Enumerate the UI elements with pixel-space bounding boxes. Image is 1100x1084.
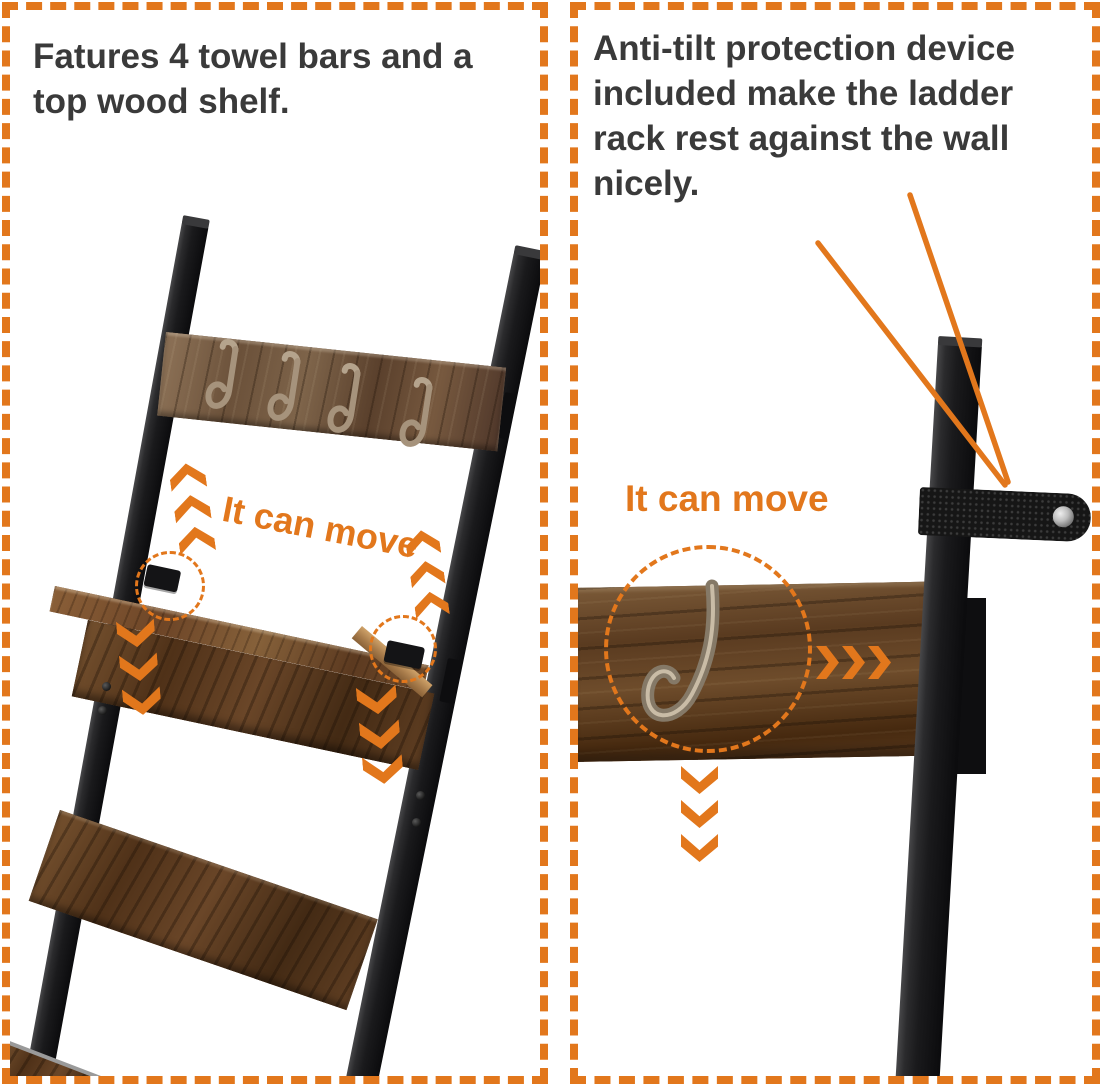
chevron-down-icon xyxy=(122,686,162,716)
panel-right: Anti-tilt protection device included mak… xyxy=(570,2,1100,1084)
panel-left: Fatures 4 towel bars and a top wood shel… xyxy=(2,2,548,1084)
rail-screw xyxy=(416,791,425,800)
towel-hook xyxy=(327,363,361,433)
heading-line: top wood shelf. xyxy=(33,82,290,121)
chevron-down-icon xyxy=(681,834,718,862)
chevron-up-icon xyxy=(413,589,450,618)
chevron-down-icon xyxy=(359,719,401,750)
dashed-circle-icon xyxy=(369,615,437,683)
triple-chevron-down-icon xyxy=(356,684,404,785)
chevron-down-icon xyxy=(681,766,718,794)
rail-cap xyxy=(513,245,540,261)
chevron-up-icon xyxy=(177,524,216,555)
metal-edge xyxy=(10,1039,114,1076)
chevron-down-icon xyxy=(116,619,156,649)
towel-hook xyxy=(267,351,301,421)
chevron-right-icon xyxy=(816,646,839,679)
rail-screw xyxy=(102,682,111,691)
triple-chevron-right-icon xyxy=(816,646,891,679)
rail-screw xyxy=(98,706,107,715)
pointer-lines-icon xyxy=(815,192,1011,488)
towel-hook xyxy=(205,339,239,409)
heading-line: Anti-tilt protection device xyxy=(593,29,1015,68)
rail-screw xyxy=(412,818,421,827)
dashed-circle-icon xyxy=(135,551,205,621)
towel-bar-lower xyxy=(28,810,378,1011)
heading-line: included make the ladder xyxy=(593,74,1014,113)
heading-line: rack rest against the wall xyxy=(593,119,1010,158)
chevron-right-icon xyxy=(868,646,891,679)
dashed-circle-icon xyxy=(604,545,812,753)
chevron-up-icon xyxy=(168,461,207,492)
heading-line: nicely. xyxy=(593,164,700,203)
chevron-up-icon xyxy=(172,493,211,524)
feature-heading-right: Anti-tilt protection device included mak… xyxy=(593,26,1015,206)
heading-line: Fatures 4 towel bars and a xyxy=(33,37,473,76)
towel-hook xyxy=(399,377,433,447)
chevron-down-icon xyxy=(356,684,398,715)
chevron-down-icon xyxy=(119,652,159,682)
triple-chevron-down-icon xyxy=(116,619,162,717)
move-annotation-left: It can move xyxy=(219,488,422,567)
triple-chevron-down-icon xyxy=(681,766,718,862)
feature-heading-left: Fatures 4 towel bars and a top wood shel… xyxy=(33,34,473,124)
rail-cap xyxy=(181,215,210,229)
move-annotation-right: It can move xyxy=(625,478,829,519)
chevron-right-icon xyxy=(842,646,865,679)
triple-chevron-up-icon xyxy=(168,461,216,555)
chevron-down-icon xyxy=(681,800,718,828)
chevron-down-icon xyxy=(362,754,404,785)
